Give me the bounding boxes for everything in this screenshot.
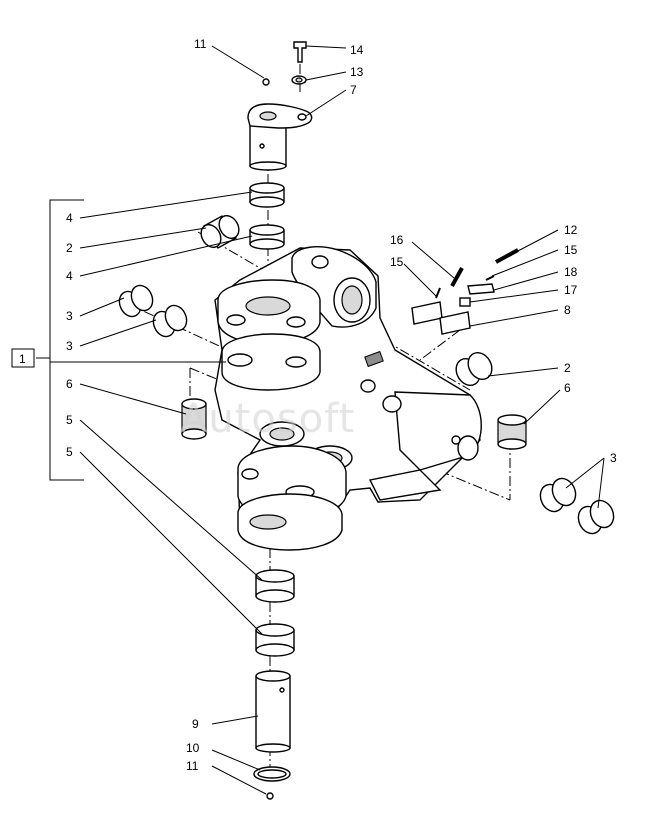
callout-10: 10: [186, 741, 200, 755]
callout-labels: 11 14 13 7 4 2 4 3 3 1 6 5 5 12 16 15 15…: [11, 37, 617, 773]
callout-17: 17: [564, 283, 578, 297]
callout-3-b: 3: [66, 339, 73, 353]
callout-4-b: 4: [66, 269, 73, 283]
right-parts: [411, 248, 615, 535]
callout-13: 13: [350, 65, 364, 79]
callout-5-b: 5: [66, 445, 73, 459]
callout-15-right: 15: [564, 243, 578, 257]
group-bracket: [40, 199, 84, 481]
callout-8: 8: [564, 303, 571, 317]
callout-14: 14: [350, 43, 364, 57]
callout-16: 16: [390, 233, 404, 247]
callout-12: 12: [564, 223, 578, 237]
callout-3-right: 3: [610, 451, 617, 465]
callout-18: 18: [564, 265, 578, 279]
callout-7: 7: [350, 83, 357, 97]
bottom-pin-assembly: [253, 569, 295, 800]
callout-9: 9: [192, 717, 199, 731]
callout-4-a: 4: [66, 211, 73, 225]
top-pin-assembly: [247, 41, 313, 171]
callout-2-right: 2: [564, 361, 571, 375]
callout-5-a: 5: [66, 413, 73, 427]
callout-1: 1: [19, 352, 26, 366]
main-housing: [214, 246, 482, 551]
callout-11-bottom: 11: [186, 759, 199, 773]
leader-lines: [36, 45, 605, 795]
callout-11-top: 11: [194, 37, 207, 51]
callout-3-a: 3: [66, 309, 73, 323]
callout-1-box: [11, 348, 35, 368]
callout-2-left: 2: [66, 241, 73, 255]
callout-6-right: 6: [564, 381, 571, 395]
bushings-left: [118, 182, 285, 440]
callout-15-left: 15: [390, 255, 404, 269]
callout-6-left: 6: [66, 377, 73, 391]
watermark-text: Autosoft: [180, 396, 355, 442]
